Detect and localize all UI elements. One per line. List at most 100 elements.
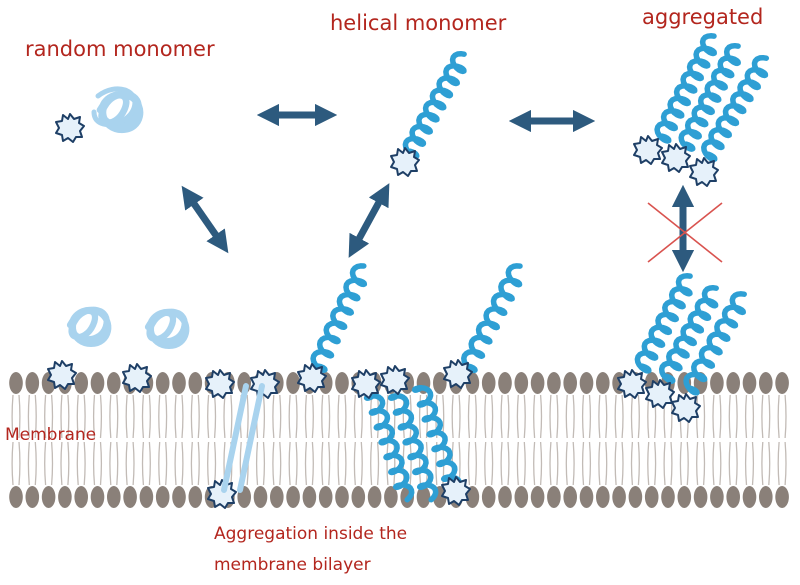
lipid-head (74, 486, 88, 508)
lipid-tail (295, 441, 298, 486)
lipid-head (384, 486, 398, 508)
transmembrane-rods (221, 383, 265, 493)
lipid-tail (272, 394, 275, 439)
lipid-tail (712, 441, 715, 486)
lipid-tail (491, 394, 494, 439)
lipid-tail (670, 441, 673, 486)
lipid-head (579, 372, 594, 394)
lipid-tail (132, 394, 135, 439)
lipid-head (90, 486, 105, 508)
lipid-head (612, 486, 626, 508)
lipid-tail (262, 441, 266, 486)
lipid-tail (190, 441, 193, 486)
lipid-tail (295, 394, 298, 439)
lipid-tail (11, 394, 14, 439)
lipid-tail (588, 441, 592, 486)
lipid-tail (500, 441, 503, 486)
lipid-tail (565, 394, 568, 439)
lipid-tail (311, 394, 314, 439)
lipid-head (530, 372, 545, 394)
lipid-tail (728, 394, 731, 439)
lipid-tail (507, 394, 510, 439)
lipid-tail (418, 394, 422, 439)
lipid-tail (751, 394, 755, 439)
lipid-tail (735, 394, 738, 439)
lipid-tail (467, 394, 471, 439)
lipid-tail (11, 441, 14, 486)
lipid-tail (679, 441, 682, 486)
lipid-tail (328, 441, 331, 486)
lipid-tail (663, 441, 666, 486)
star-icon (380, 365, 410, 395)
lipid-tail (181, 394, 184, 439)
lipid-tail (500, 394, 503, 439)
lipid-head (9, 372, 23, 394)
lipid-tail (92, 394, 96, 439)
lipid-head (416, 486, 431, 508)
lipid-head (335, 372, 349, 394)
lipid-head (139, 486, 154, 508)
lipid-tail (533, 394, 536, 439)
helix-segment (634, 273, 693, 374)
lipid-tail (686, 441, 689, 486)
lipid-tail (18, 394, 21, 439)
lipid-head (107, 486, 121, 508)
lipid-tail (719, 394, 722, 439)
lipid-tail (34, 441, 37, 486)
lipid-tail (158, 441, 161, 486)
lipid-tail (784, 441, 787, 486)
helix-segment (310, 263, 368, 373)
lipid-tail (50, 394, 54, 439)
lipid-tail (44, 394, 47, 439)
lipid-tail (213, 441, 217, 486)
aggregation-caption-line2: membrane bilayer (214, 555, 371, 575)
lipid-head (710, 486, 724, 508)
helix-segment (411, 384, 463, 495)
lipid-tail (523, 394, 526, 439)
aggregation-caption-line1: Aggregation inside the (214, 524, 408, 544)
star-icon (250, 369, 280, 399)
lipid-tail (605, 441, 608, 486)
lipid-tail (125, 441, 128, 486)
lipid-tail (614, 441, 617, 486)
lipid-tail (337, 441, 340, 486)
lipid-head (775, 486, 789, 508)
lipid-tail (376, 441, 380, 486)
lipid-head (498, 372, 512, 394)
lipid-tail (165, 394, 168, 439)
lipid-head (9, 486, 23, 508)
lipid-tail (777, 441, 780, 486)
lipid-head (335, 486, 349, 508)
lipid-head (596, 372, 610, 394)
lipid-tail (60, 441, 63, 486)
star-icon (55, 113, 85, 143)
lipid-tail (76, 441, 79, 486)
lipid-head (351, 486, 366, 508)
lipid-tail (598, 441, 601, 486)
lipid-tail (735, 441, 738, 486)
lipid-tail (67, 394, 70, 439)
lipid-tail (728, 441, 731, 486)
lipid-tail (109, 441, 112, 486)
lipid-tail (148, 441, 151, 486)
lipid-head (759, 486, 773, 508)
lipid-tail (288, 441, 291, 486)
lipid-tail (556, 441, 559, 486)
lipid-tail (647, 394, 650, 439)
lipid-tail (125, 394, 128, 439)
lipid-tail (744, 394, 748, 439)
lipid-tail (262, 394, 266, 439)
lipid-tail (27, 394, 30, 439)
lipid-head (710, 372, 724, 394)
lipid-tail (360, 394, 363, 439)
lipid-tail (761, 441, 764, 486)
lipid-tail (279, 394, 282, 439)
lipid-head (726, 486, 740, 508)
lipid-tail (141, 394, 145, 439)
lipid-head (759, 372, 773, 394)
lipid-head (123, 486, 137, 508)
lipid-tail (67, 441, 70, 486)
lipid-tail (190, 394, 193, 439)
lipid-tail (784, 394, 787, 439)
